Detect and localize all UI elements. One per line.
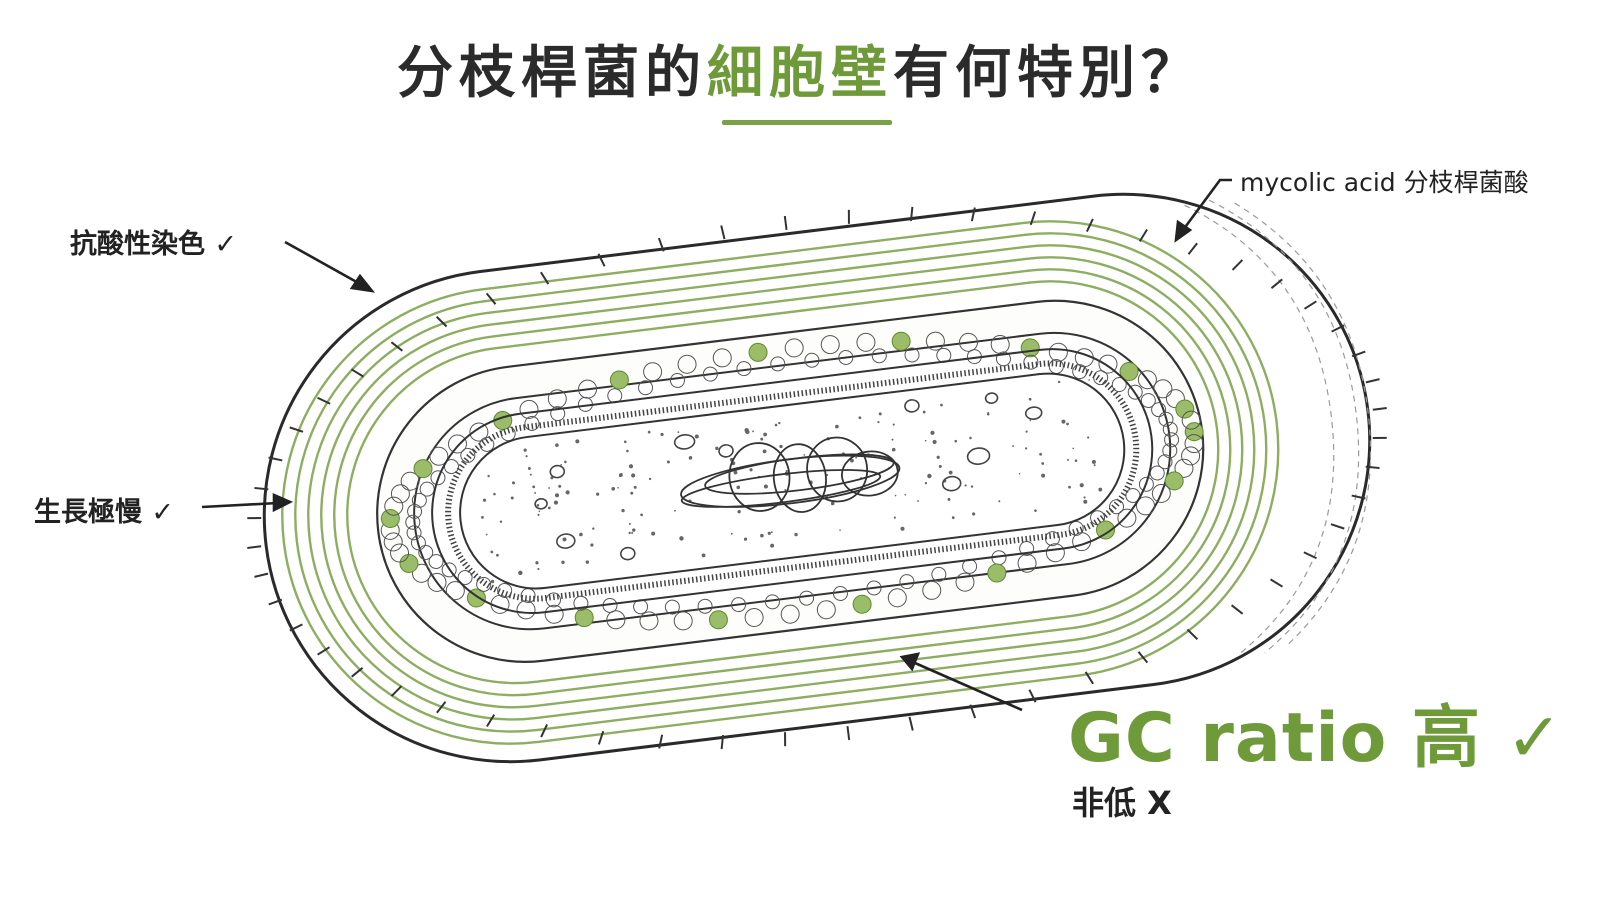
slow-growth-label: 生長極慢 ✓ xyxy=(34,497,175,528)
plasma-membrane-bilayer xyxy=(445,360,1140,602)
mycolic-acid-layers xyxy=(281,220,1280,745)
title-underline xyxy=(722,120,892,125)
gc-ratio-label: GC ratio 高 ✓ xyxy=(1068,699,1564,778)
annotation-arrows xyxy=(201,178,1232,712)
mycolic-acid-label: mycolic acid 分枝桿菌酸 xyxy=(1240,168,1529,197)
not-low-label: 非低 X xyxy=(1072,784,1172,822)
title-highlight: 細胞壁 xyxy=(707,41,893,106)
cytoplasm xyxy=(459,372,1126,590)
surface-hairs xyxy=(247,206,1387,750)
outer-hatch-region xyxy=(1184,199,1372,655)
title-prefix: 分枝桿菌的 xyxy=(397,41,707,106)
acid-fast-stain-label: 抗酸性染色 ✓ xyxy=(70,229,238,260)
plasma-membrane-outer xyxy=(431,348,1154,614)
nucleoid-dna xyxy=(680,436,901,513)
page-title: 分枝桿菌的細胞壁有何特別？ xyxy=(0,28,1600,109)
vesicles xyxy=(534,392,1043,561)
title-suffix: 有何特別？ xyxy=(893,41,1203,106)
cell-body xyxy=(247,192,1387,764)
